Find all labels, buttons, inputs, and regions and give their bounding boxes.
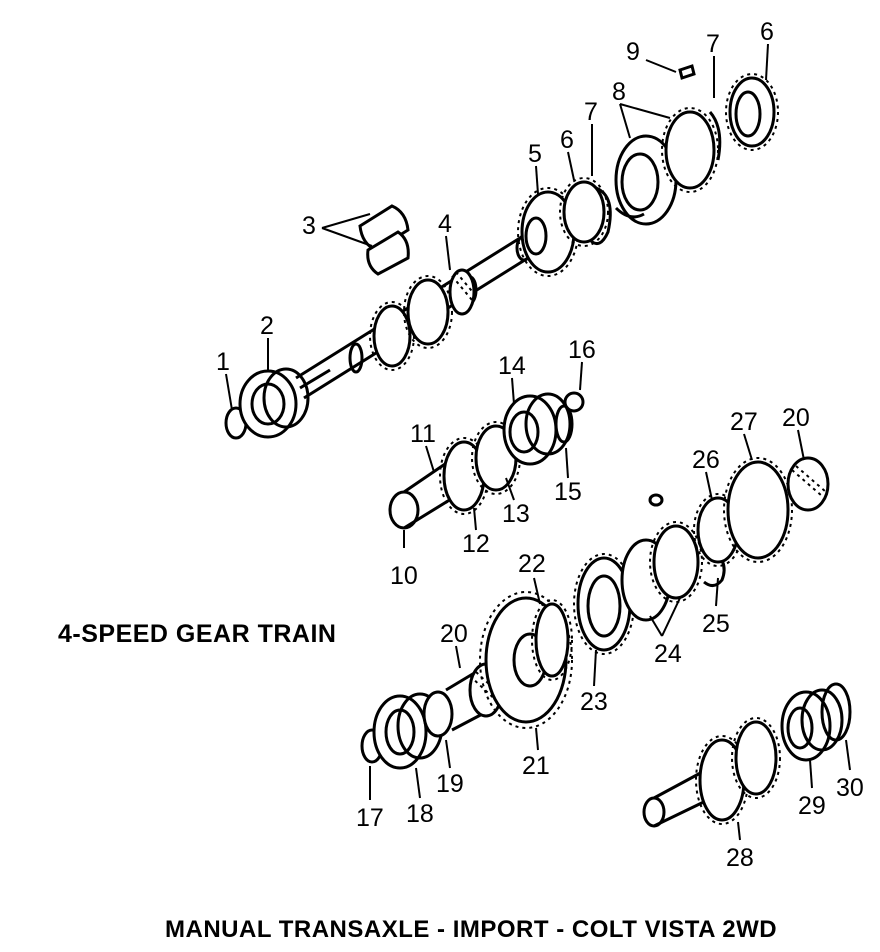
callout-22: 22 bbox=[518, 550, 546, 578]
callout-2: 2 bbox=[260, 312, 274, 340]
callout-12: 12 bbox=[462, 530, 490, 558]
callout-25: 25 bbox=[702, 610, 730, 638]
part-key-small bbox=[648, 493, 664, 507]
diagram-footer-caption: MANUAL TRANSAXLE - IMPORT - COLT VISTA 2… bbox=[165, 916, 778, 943]
callout-21: 21 bbox=[522, 752, 550, 780]
part-10-collar bbox=[388, 460, 457, 530]
part-24-hub-sleeve bbox=[620, 521, 703, 622]
part-4-needle-bearing bbox=[448, 268, 477, 316]
part-6-synchronizer-ring bbox=[559, 177, 609, 247]
part-2-bearing bbox=[238, 367, 310, 439]
part-28-pinion-shaft bbox=[642, 717, 781, 828]
callout-23: 23 bbox=[580, 688, 608, 716]
output-gear-assembly bbox=[642, 682, 852, 828]
callout-20: 20 bbox=[440, 620, 468, 648]
part-18-bearing bbox=[372, 692, 444, 770]
part-14-bearing bbox=[502, 392, 572, 466]
callout-20-upper: 20 bbox=[782, 404, 810, 432]
callout-29: 29 bbox=[798, 792, 826, 820]
callout-4: 4 bbox=[438, 210, 452, 238]
callout-5: 5 bbox=[528, 140, 542, 168]
callout-6-upper: 6 bbox=[760, 18, 774, 46]
leader-lines bbox=[225, 43, 851, 841]
callout-7-upper: 7 bbox=[706, 30, 720, 58]
part-input-shaft-gears bbox=[369, 275, 453, 371]
callout-3: 3 bbox=[302, 212, 316, 240]
callout-10: 10 bbox=[390, 562, 418, 590]
callout-numbers: 1 2 3 4 5 6 6 7 7 8 9 10 11 12 13 14 15 … bbox=[216, 18, 864, 872]
callout-26: 26 bbox=[692, 446, 720, 474]
input-shaft-assembly bbox=[224, 64, 779, 440]
callout-28: 28 bbox=[726, 844, 754, 872]
callout-15: 15 bbox=[554, 478, 582, 506]
part-22-gear bbox=[531, 599, 573, 681]
counter-shaft-assembly bbox=[360, 456, 830, 770]
part-8-synchronizer-sleeve bbox=[614, 107, 719, 226]
part-29-bearing bbox=[780, 688, 844, 762]
part-6-synchronizer-ring-upper bbox=[725, 73, 779, 151]
part-9-key bbox=[678, 64, 696, 80]
part-3-needle-bearing-halves bbox=[358, 204, 410, 276]
diagram-heading: 4-SPEED GEAR TRAIN bbox=[58, 620, 337, 648]
callout-8: 8 bbox=[612, 78, 626, 106]
callout-6: 6 bbox=[560, 126, 574, 154]
callout-18: 18 bbox=[406, 800, 434, 828]
part-20-roller-bearing-upper bbox=[786, 456, 830, 512]
callout-14: 14 bbox=[498, 352, 526, 380]
callout-11: 11 bbox=[410, 420, 436, 448]
callout-1: 1 bbox=[216, 348, 230, 376]
output-shaft-assembly bbox=[388, 391, 585, 530]
callout-9: 9 bbox=[626, 38, 640, 66]
part-30-snap-ring bbox=[820, 682, 852, 742]
callout-30: 30 bbox=[836, 774, 864, 802]
callout-17: 17 bbox=[356, 804, 384, 832]
callout-7: 7 bbox=[584, 98, 598, 126]
callout-27: 27 bbox=[730, 408, 758, 436]
part-15-snap-ring bbox=[554, 404, 574, 444]
part-27-gear bbox=[723, 457, 793, 563]
callout-13: 13 bbox=[502, 500, 530, 528]
callout-16: 16 bbox=[568, 336, 596, 364]
callout-19: 19 bbox=[436, 770, 464, 798]
part-16-nut bbox=[563, 391, 585, 413]
part-7-spring-upper bbox=[708, 111, 722, 161]
part-7-spring bbox=[588, 186, 612, 246]
part-19-spacer bbox=[422, 690, 454, 738]
callout-24: 24 bbox=[654, 640, 682, 668]
